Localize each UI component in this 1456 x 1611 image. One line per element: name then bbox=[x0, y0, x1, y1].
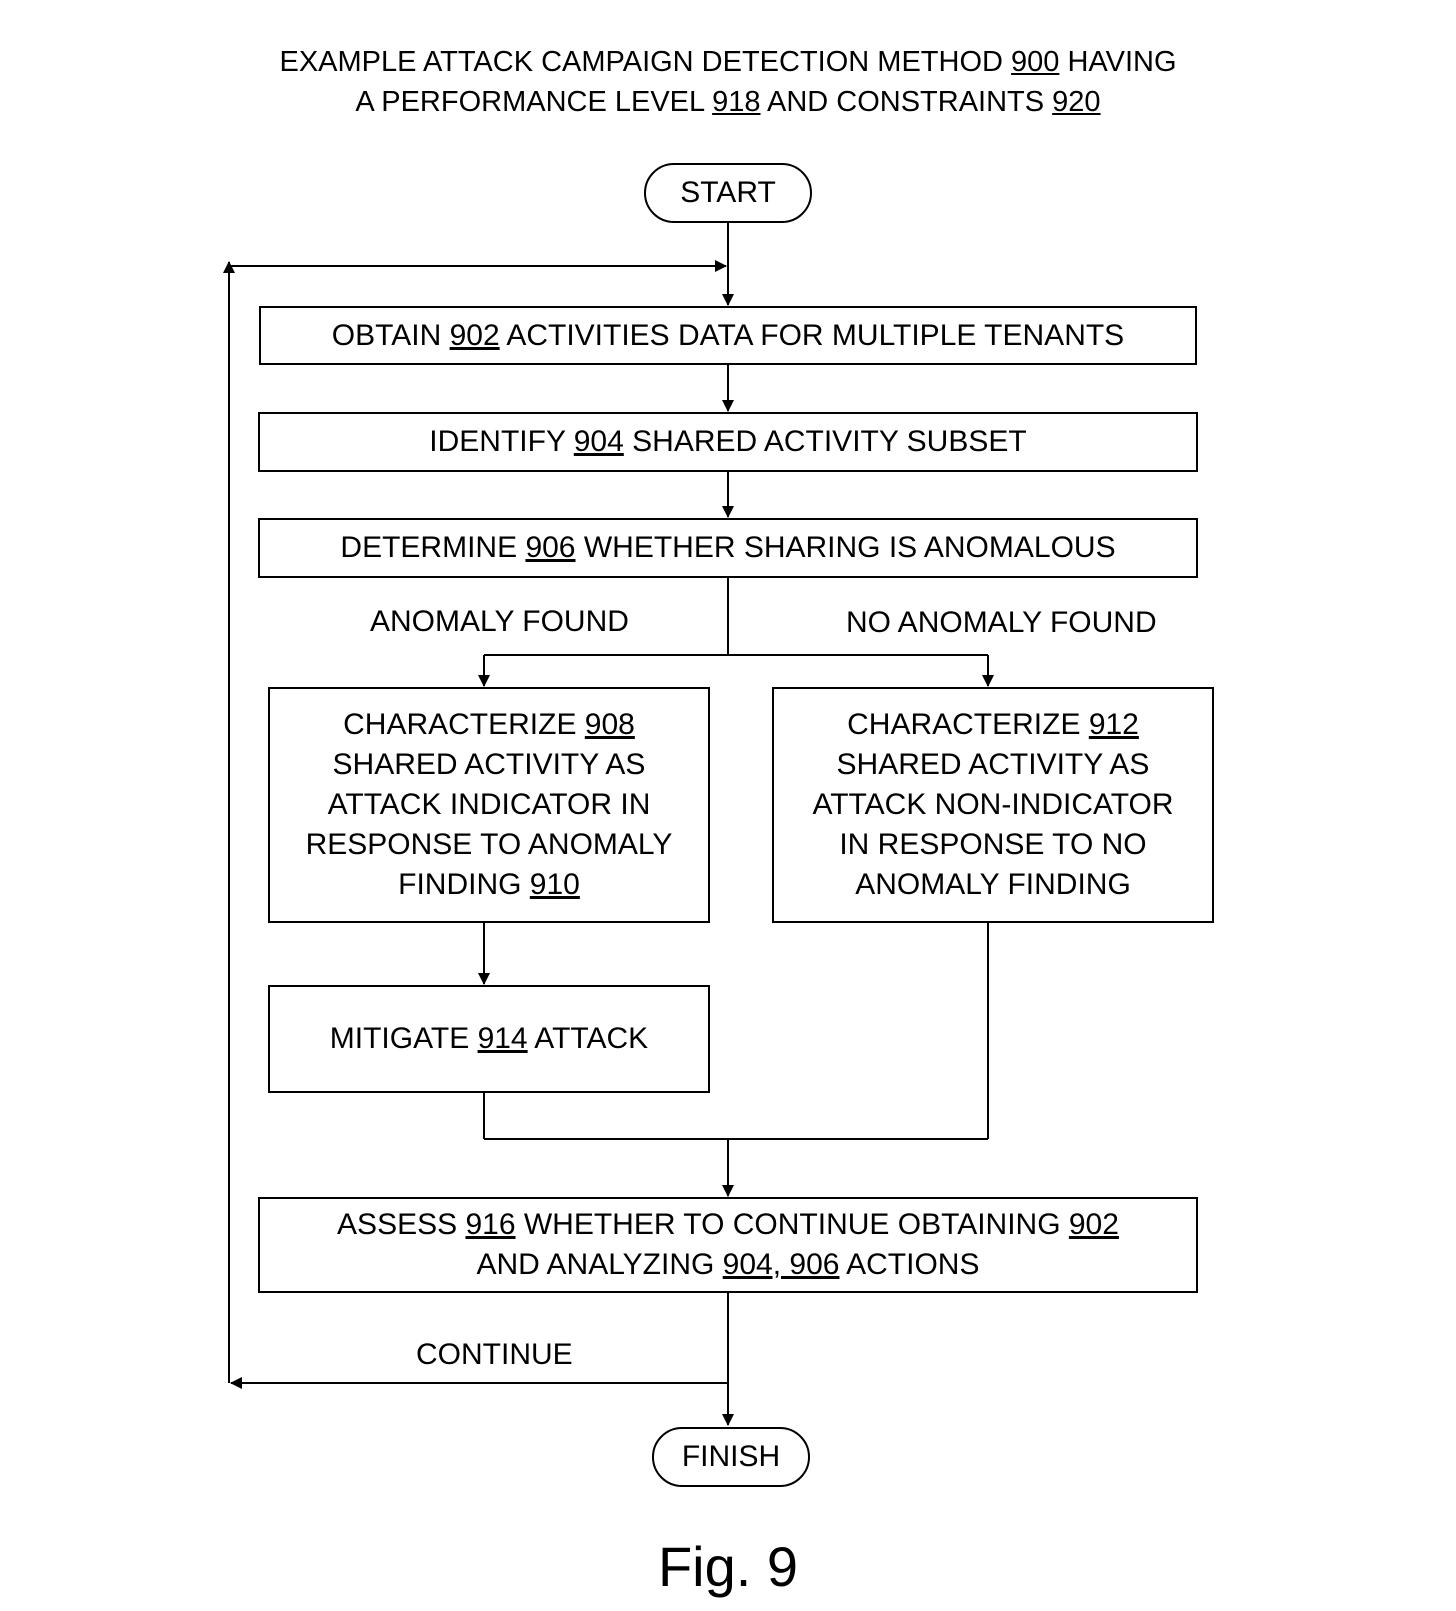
step-assess-916: ASSESS 916 WHETHER TO CONTINUE OBTAINING… bbox=[258, 1197, 1198, 1293]
step-characterize-908: CHARACTERIZE 908 SHARED ACTIVITY AS ATTA… bbox=[268, 687, 710, 923]
diagram-title-line-1: EXAMPLE ATTACK CAMPAIGN DETECTION METHOD… bbox=[279, 46, 1177, 78]
label-no-anomaly-found: NO ANOMALY FOUND bbox=[846, 606, 1157, 639]
start-terminal: START bbox=[644, 163, 812, 223]
step-mitigate-914: MITIGATE 914 ATTACK bbox=[268, 985, 710, 1093]
step-identify-904: IDENTIFY 904 SHARED ACTIVITY SUBSET bbox=[258, 412, 1198, 472]
step-determine-906: DETERMINE 906 WHETHER SHARING IS ANOMALO… bbox=[258, 518, 1198, 578]
label-continue: CONTINUE bbox=[416, 1338, 573, 1371]
finish-terminal: FINISH bbox=[652, 1427, 810, 1487]
step-characterize-912: CHARACTERIZE 912 SHARED ACTIVITY AS ATTA… bbox=[772, 687, 1214, 923]
figure-caption: Fig. 9 bbox=[657, 1535, 799, 1598]
diagram-title-line-2: A PERFORMANCE LEVEL 918 AND CONSTRAINTS … bbox=[355, 86, 1101, 118]
step-obtain-902: OBTAIN 902 ACTIVITIES DATA FOR MULTIPLE … bbox=[259, 306, 1197, 365]
label-anomaly-found: ANOMALY FOUND bbox=[370, 605, 629, 638]
